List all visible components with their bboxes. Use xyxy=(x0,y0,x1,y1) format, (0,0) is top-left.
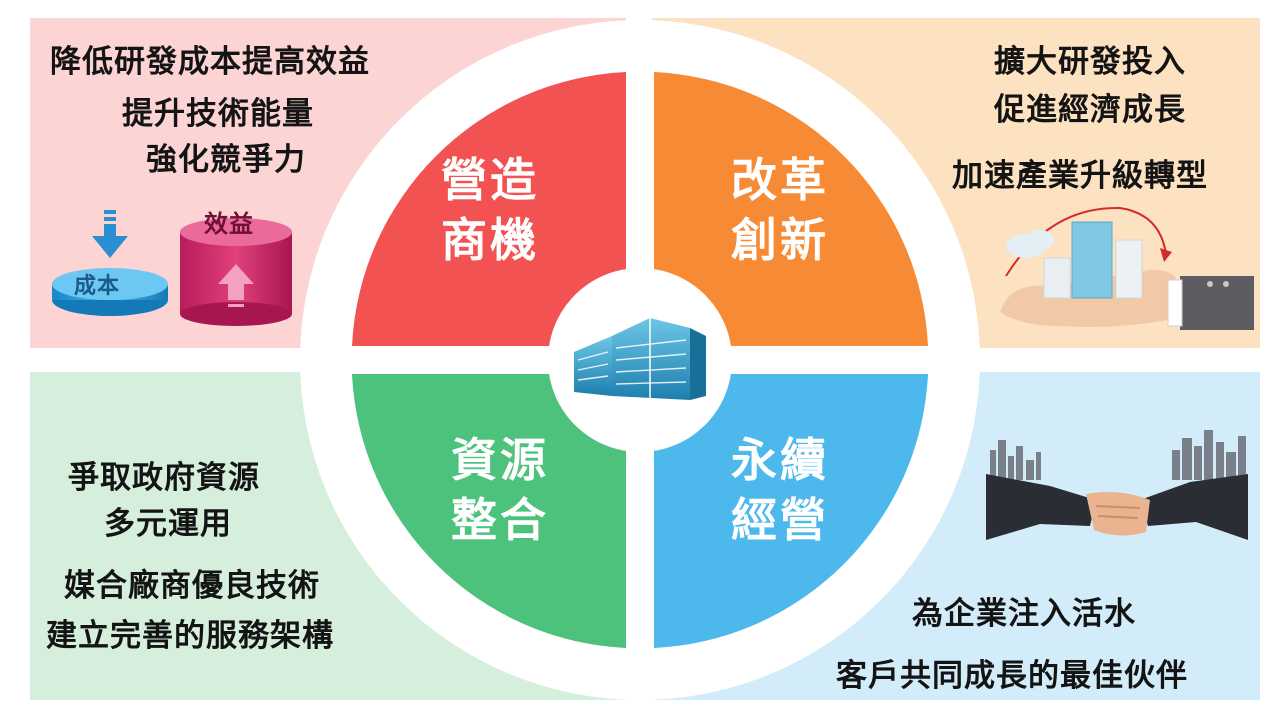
quadrant-label-line: 創新 xyxy=(731,213,829,267)
panel-text: 強化競爭力 xyxy=(146,142,306,178)
cost-down-disc-icon xyxy=(52,210,168,316)
quadrant-wedge-bottom-right xyxy=(654,374,928,648)
benefit-up-drum-icon xyxy=(180,218,292,326)
panel-text: 爭取政府資源 xyxy=(68,460,260,496)
panel-text: 降低研發成本提高效益 xyxy=(50,44,370,80)
quadrant-label-top-right: 改革 創新 xyxy=(700,150,860,270)
quadrant-label-line: 營造 xyxy=(441,153,539,207)
panel-text: 為企業注入活水 xyxy=(912,596,1136,632)
panel-text: 提升技術能量 xyxy=(122,96,314,132)
quadrant-label-top-left: 營造 商機 xyxy=(410,150,570,270)
office-building-icon xyxy=(574,318,706,400)
quadrant-wedge-bottom-left xyxy=(352,374,626,648)
panel-text: 多元運用 xyxy=(104,506,232,542)
cost-label: 成本 xyxy=(74,274,121,299)
handshake-skyline-icon xyxy=(986,430,1248,540)
panel-text: 擴大研發投入 xyxy=(994,44,1186,80)
quadrant-label-line: 資源 xyxy=(451,433,549,487)
panel-text: 客戶共同成長的最佳伙伴 xyxy=(836,658,1188,694)
quadrant-label-line: 商機 xyxy=(441,213,539,267)
quadrant-label-bottom-right: 永續 經營 xyxy=(700,430,860,550)
panel-text: 建立完善的服務架構 xyxy=(46,618,334,654)
quadrant-label-line: 改革 xyxy=(731,153,829,207)
panel-text: 加速產業升級轉型 xyxy=(952,158,1208,194)
panel-text: 媒合廠商優良技術 xyxy=(64,568,320,604)
quadrant-wedge-top-right xyxy=(654,72,928,346)
quadrant-label-line: 永續 xyxy=(731,433,829,487)
benefit-label: 效益 xyxy=(204,210,254,238)
quadrant-label-bottom-left: 資源 整合 xyxy=(420,430,580,550)
quadrant-wedge-top-left xyxy=(352,72,626,346)
hand-holding-city-icon xyxy=(1000,206,1254,330)
quadrant-label-line: 整合 xyxy=(451,493,549,547)
quadrant-label-line: 經營 xyxy=(731,493,829,547)
panel-text: 促進經濟成長 xyxy=(994,92,1186,128)
